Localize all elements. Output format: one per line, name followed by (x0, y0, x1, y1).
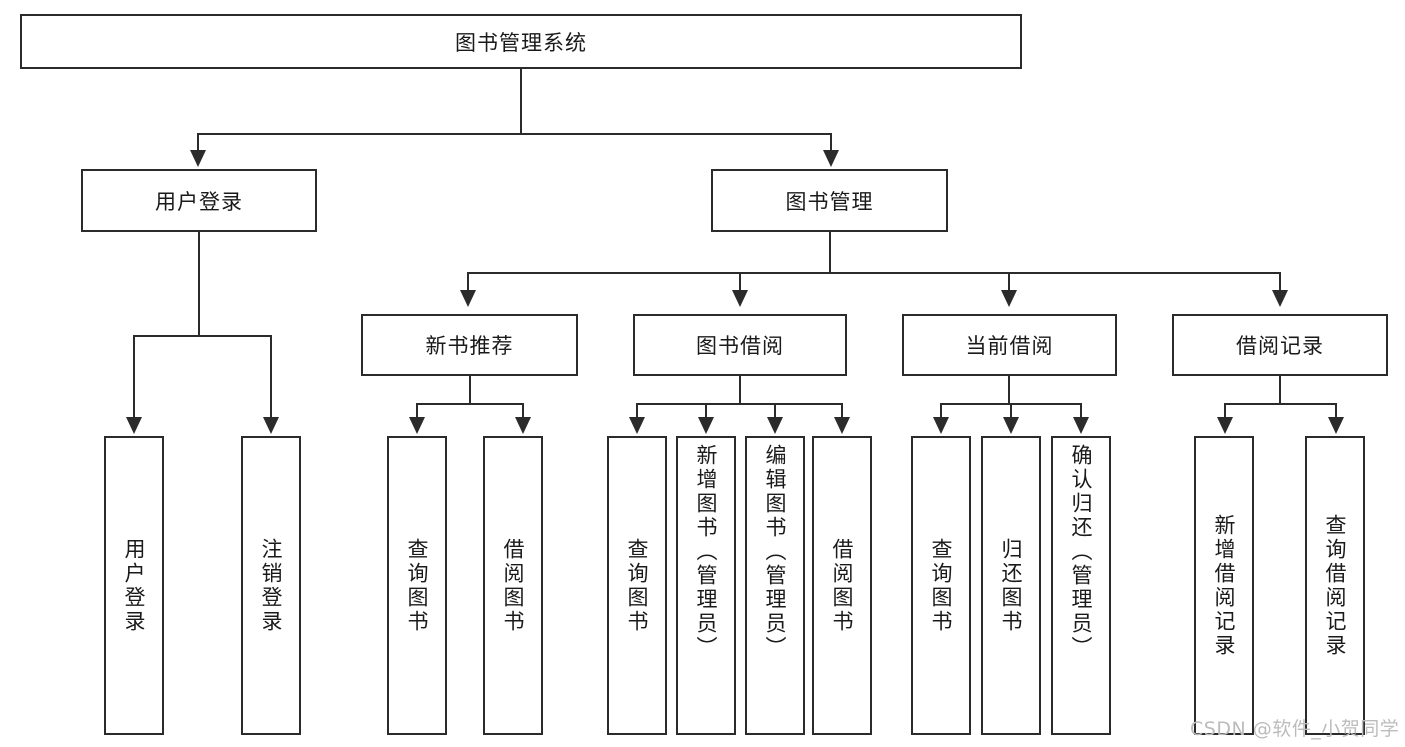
arrow-current-borrow-to-leaf-1 (933, 417, 949, 434)
edge-bm-to-new-book (467, 272, 469, 292)
node-borrow-records[interactable]: 借阅记录 (1172, 314, 1388, 376)
edge-current-borrow-to-leaf-1 (940, 403, 942, 419)
arrow-new-book-to-leaf-1 (409, 417, 425, 434)
edge-new-book-to-leaf-1 (416, 403, 418, 419)
arrow-book-borrow-to-leaf-1 (629, 417, 645, 434)
leaf-book-borrow-add-book-admin[interactable]: 新增图书（管理员） (676, 436, 736, 735)
arrow-user-login-to-leaf-2 (263, 417, 279, 434)
arrow-bm-to-borrow-records (1272, 290, 1288, 307)
leaf-current-borrow-query-book[interactable]: 查询图书 (911, 436, 971, 735)
leaf-book-borrow-edit-book-admin[interactable]: 编辑图书（管理员） (745, 436, 805, 735)
node-label: 借阅图书 (830, 537, 855, 634)
arrow-current-borrow-to-leaf-3 (1073, 417, 1089, 434)
arrow-user-login-to-leaf-1 (126, 417, 142, 434)
arrow-new-book-to-leaf-2 (515, 417, 531, 434)
node-label: 用户登录 (122, 537, 147, 634)
node-label: 图书借阅 (696, 334, 784, 358)
arrow-current-borrow-to-leaf-2 (1003, 417, 1019, 434)
arrow-root-to-user-login (190, 150, 206, 167)
node-label: 用户登录 (155, 189, 243, 214)
edge-borrow-records-stem (1279, 376, 1281, 405)
node-label: 查询图书 (625, 537, 650, 634)
node-label: 当前借阅 (965, 334, 1054, 358)
edge-book-borrow-bus (636, 403, 843, 405)
node-label: 查询图书 (929, 537, 954, 634)
arrow-root-to-book-management (823, 150, 839, 167)
node-label: 借阅记录 (1236, 334, 1324, 358)
node-label: 查询图书 (405, 537, 430, 634)
leaf-new-book-query-book[interactable]: 查询图书 (387, 436, 447, 735)
node-user-login[interactable]: 用户登录 (81, 169, 317, 232)
edge-book-management-bus (467, 272, 1281, 274)
edge-current-borrow-to-leaf-3 (1080, 403, 1082, 419)
edge-current-borrow-stem (1008, 376, 1010, 405)
edge-book-borrow-to-leaf-2 (705, 403, 707, 419)
node-label: 查询借阅记录 (1323, 513, 1348, 658)
node-book-borrow[interactable]: 图书借阅 (633, 314, 847, 376)
leaf-new-book-borrow-book[interactable]: 借阅图书 (483, 436, 543, 735)
edge-user-login-to-leaf-1 (133, 335, 135, 419)
edge-new-book-stem (469, 376, 471, 405)
edge-current-borrow-to-leaf-2 (1010, 403, 1012, 419)
leaf-current-borrow-return-book[interactable]: 归还图书 (981, 436, 1041, 735)
arrow-bm-to-current-borrow (1001, 290, 1017, 307)
edge-root-bus (197, 133, 832, 135)
arrow-borrow-records-to-leaf-2 (1328, 417, 1344, 434)
arrow-book-borrow-to-leaf-4 (834, 417, 850, 434)
edge-book-management-stem (829, 232, 831, 274)
edge-new-book-to-leaf-2 (522, 403, 524, 419)
leaf-book-borrow-borrow-book[interactable]: 借阅图书 (812, 436, 872, 735)
edge-book-borrow-to-leaf-4 (841, 403, 843, 419)
edge-root-stem (520, 69, 522, 134)
leaf-user-login-logout[interactable]: 注销登录 (241, 436, 301, 735)
edge-user-login-bus (133, 335, 272, 337)
node-new-book-recommend[interactable]: 新书推荐 (361, 314, 578, 376)
node-root-book-management-system[interactable]: 图书管理系统 (20, 14, 1022, 69)
edge-new-book-bus (416, 403, 524, 405)
node-label: 新书推荐 (425, 334, 514, 358)
arrow-bm-to-book-borrow (732, 290, 748, 307)
leaf-borrow-records-query-record[interactable]: 查询借阅记录 (1305, 436, 1365, 735)
node-label: 注销登录 (259, 537, 284, 634)
edge-borrow-records-bus (1224, 403, 1337, 405)
node-label: 确认归还（管理员） (1069, 444, 1094, 660)
node-current-borrow[interactable]: 当前借阅 (902, 314, 1117, 376)
arrow-book-borrow-to-leaf-3 (767, 417, 783, 434)
node-label: 新增图书（管理员） (694, 444, 719, 660)
leaf-current-borrow-confirm-return-admin[interactable]: 确认归还（管理员） (1051, 436, 1111, 735)
edge-root-to-book-management (830, 133, 832, 153)
leaf-borrow-records-add-record[interactable]: 新增借阅记录 (1194, 436, 1254, 735)
edge-book-borrow-to-leaf-3 (774, 403, 776, 419)
node-book-management[interactable]: 图书管理 (711, 169, 948, 232)
node-label: 图书管理系统 (455, 30, 587, 55)
node-label: 借阅图书 (501, 537, 526, 634)
edge-bm-to-book-borrow (739, 272, 741, 292)
edge-root-to-user-login (197, 133, 199, 153)
edge-bm-to-borrow-records (1279, 272, 1281, 292)
arrow-book-borrow-to-leaf-2 (698, 417, 714, 434)
edge-borrow-records-to-leaf-1 (1224, 403, 1226, 419)
leaf-book-borrow-query-book[interactable]: 查询图书 (607, 436, 667, 735)
arrow-bm-to-new-book (460, 290, 476, 307)
arrow-borrow-records-to-leaf-1 (1217, 417, 1233, 434)
edge-user-login-stem (198, 232, 200, 336)
edge-borrow-records-to-leaf-2 (1335, 403, 1337, 419)
edge-user-login-to-leaf-2 (270, 335, 272, 419)
edge-book-borrow-stem (739, 376, 741, 405)
node-label: 图书管理 (785, 189, 874, 214)
leaf-user-login-login[interactable]: 用户登录 (104, 436, 164, 735)
csdn-watermark: CSDN @软件_小贺同学 (1190, 718, 1400, 740)
node-label: 编辑图书（管理员） (763, 444, 788, 660)
node-label: 归还图书 (999, 537, 1024, 634)
node-label: 新增借阅记录 (1212, 513, 1237, 658)
edge-book-borrow-to-leaf-1 (636, 403, 638, 419)
edge-bm-to-current-borrow (1008, 272, 1010, 292)
